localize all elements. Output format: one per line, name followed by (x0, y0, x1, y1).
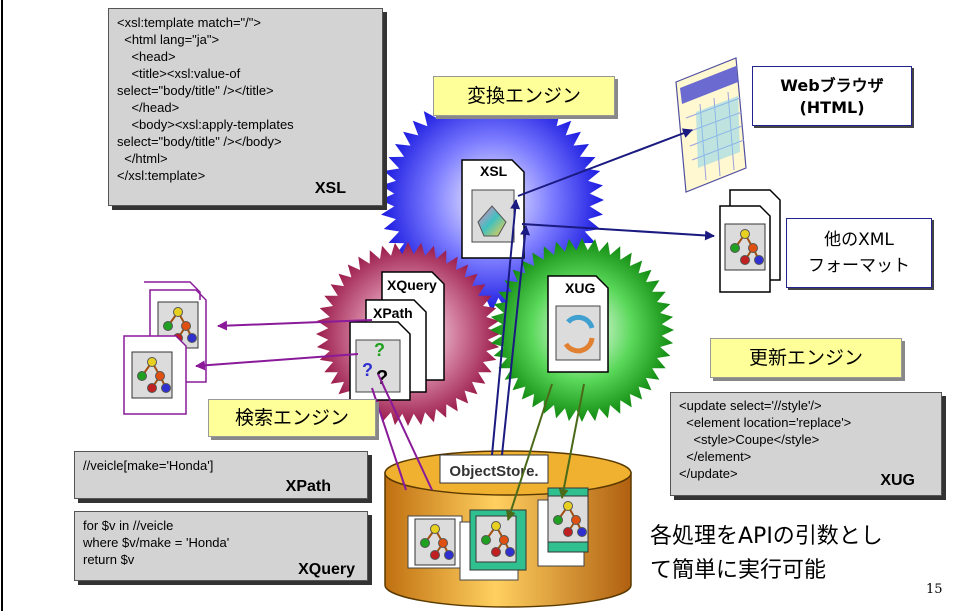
db-document-2 (459, 509, 527, 581)
update-engine-label: 更新エンジン (710, 338, 902, 378)
xug-code-box: <update select='//style'/> <element loca… (670, 392, 942, 496)
browser-table-icon (675, 57, 747, 193)
objectstore-logo: ObjectStore. (449, 463, 538, 480)
xsl-transform-icon (477, 205, 507, 237)
db-document-1 (407, 515, 463, 569)
api-note: 各処理をAPIの引数とし て簡単に実行可能 (650, 520, 950, 588)
api-note-line-1: 各処理をAPIの引数とし (650, 524, 883, 549)
search-result-document-2 (123, 335, 187, 415)
xsl-code-label: XSL (314, 180, 346, 197)
question-icon-blue: ? (362, 360, 373, 380)
other-xml-label: 他のXML (824, 230, 894, 250)
xsl-code-box: <xsl:template match="/"> <html lang="ja"… (108, 8, 383, 206)
page-number: 15 (926, 582, 943, 597)
api-note-line-2: て簡単に実行可能 (650, 558, 827, 583)
svg-text:XPath: XPath (373, 305, 413, 321)
xpath-code-label: XPath (285, 478, 331, 495)
xsl-code: <xsl:template match="/"> <html lang="ja"… (117, 15, 294, 183)
xug-code: <update select='//style'/> <element loca… (679, 398, 852, 481)
query-document: ? ? ? (349, 321, 411, 401)
xquery-code-box: for $v in //veicle where $v/make = 'Hond… (74, 511, 368, 581)
xpath-code-box: //veicle[make='Honda'] XPath (74, 451, 368, 499)
refresh-icon (566, 314, 595, 329)
svg-text:XSL: XSL (480, 163, 508, 179)
question-icon-black: ? (376, 367, 388, 389)
xsl-document: XSL (461, 159, 525, 259)
xquery-code: for $v in //veicle where $v/make = 'Hond… (83, 518, 230, 567)
html-label: (HTML) (799, 98, 865, 117)
transform-engine-label: 変換エンジン (433, 76, 615, 116)
xug-code-label: XUG (880, 472, 915, 489)
other-xml-format-box: 他のXML フォーマット (786, 218, 932, 288)
web-browser-label: Webブラウザ (780, 76, 884, 95)
other-xml-document (719, 189, 781, 293)
xug-document: XUG (547, 275, 609, 373)
format-label: フォーマット (808, 256, 910, 276)
xquery-code-label: XQuery (298, 561, 355, 578)
question-icon-green: ? (374, 340, 385, 360)
db-document-3 (537, 487, 589, 567)
xpath-code: //veicle[make='Honda'] (83, 458, 214, 473)
arrows (195, 128, 715, 521)
svg-text:XQuery: XQuery (387, 277, 437, 293)
web-browser-box: Webブラウザ (HTML) (752, 66, 912, 126)
search-engine-label: 検索エンジン (208, 399, 376, 437)
svg-text:XUG: XUG (565, 280, 595, 296)
